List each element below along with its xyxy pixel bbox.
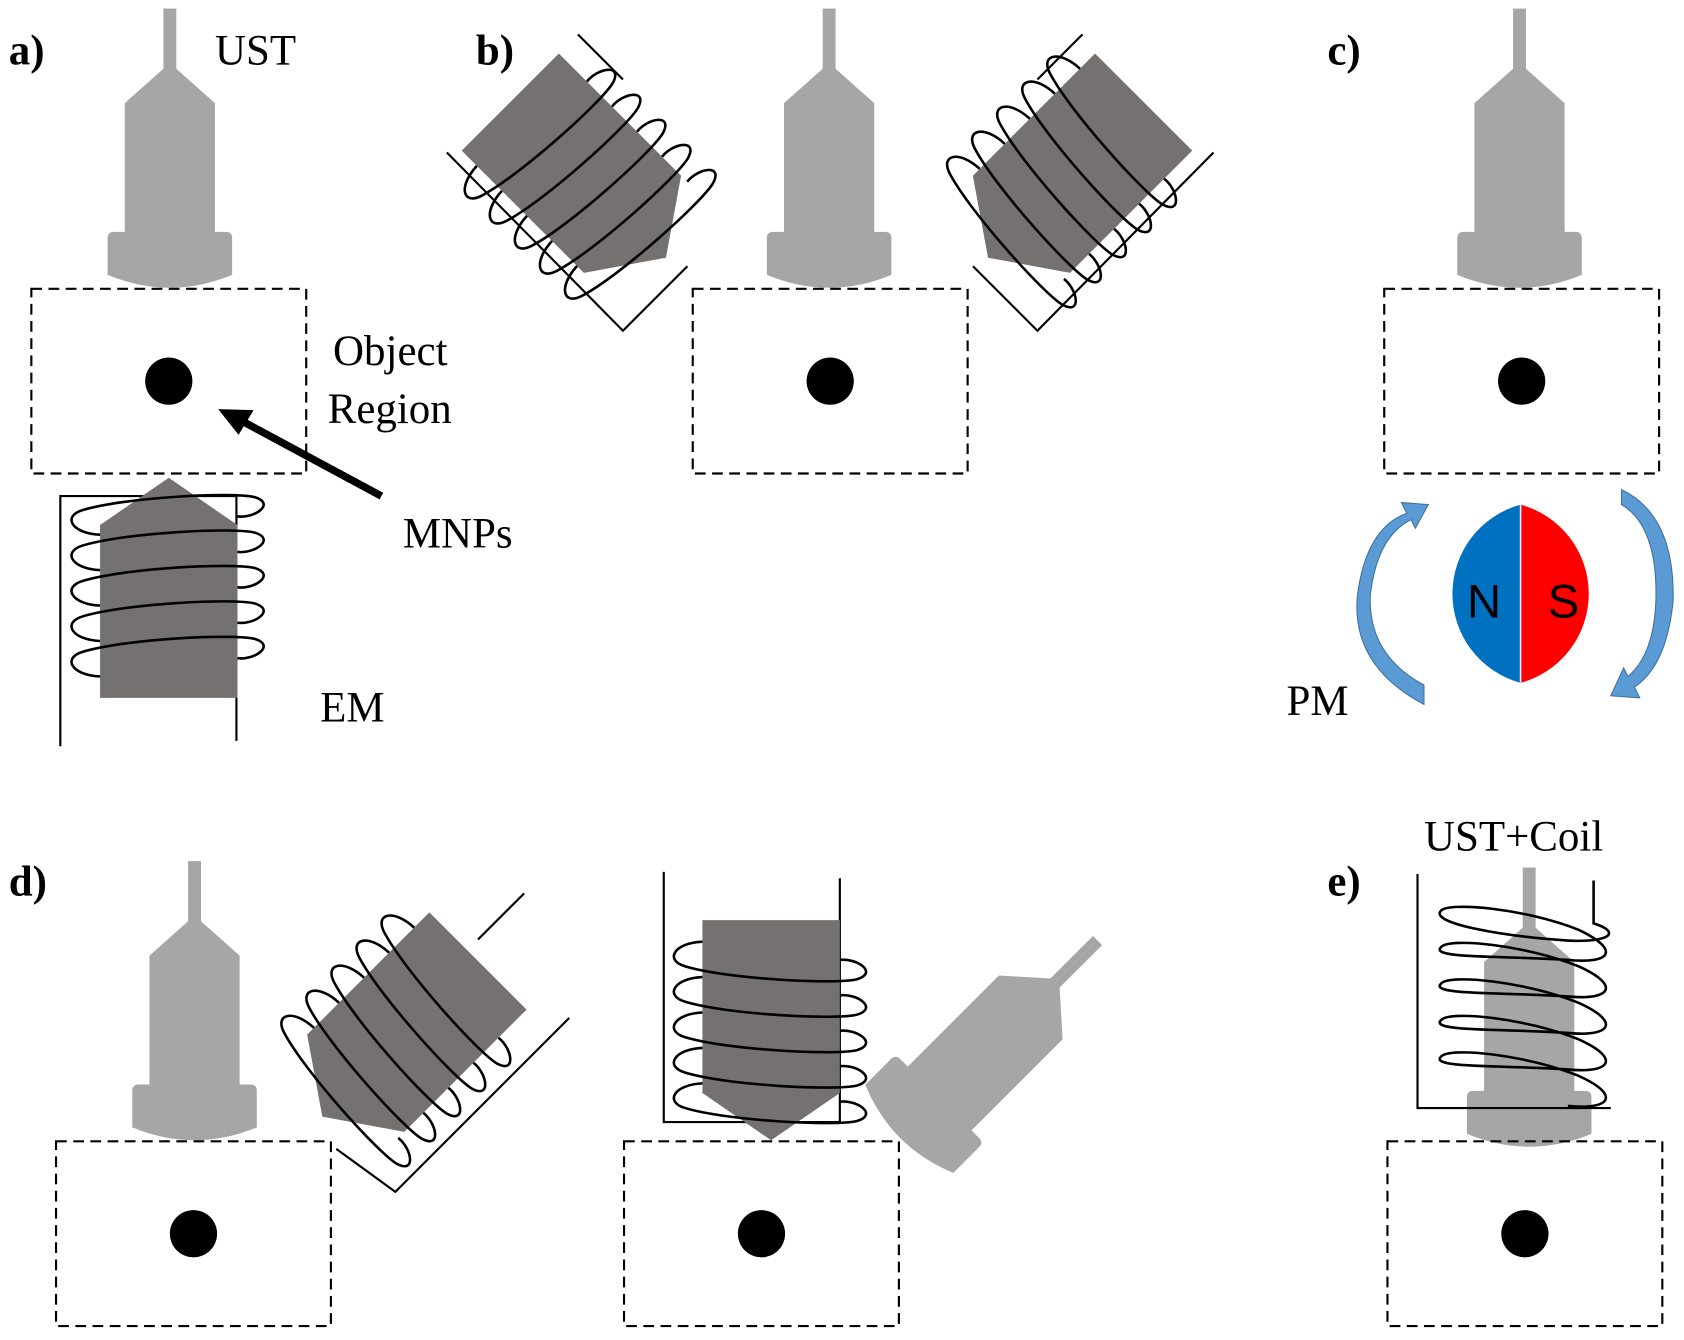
object-region-label-line2: Region [328,386,452,433]
north-pole [1452,504,1521,683]
panel-b: b) [440,8,1215,475]
object-region [691,287,969,475]
ultrasound-transducer [1466,867,1592,1147]
mnps-label: MNPs [403,511,513,558]
object-region [622,1140,900,1328]
permanent-magnet: N S [1452,504,1589,683]
panel-label-c: c) [1327,27,1360,74]
panel-e: e) UST+Coil [1327,813,1664,1328]
panel-label-b: b) [476,27,514,74]
ultrasound-transducer [132,861,257,1141]
ultrasound-transducer-angled [856,896,1142,1183]
object-region [1386,1140,1664,1328]
object-region [1383,287,1661,475]
object-region-label-line1: Object [333,328,448,375]
south-label: S [1548,575,1580,628]
panel-a: a) UST Object Region MNPs EM [9,8,513,747]
object-region [54,1140,332,1328]
electromagnet-left [440,33,735,333]
ultrasound-transducer [766,8,892,288]
ust-coil-label: UST+Coil [1424,813,1603,860]
mnps-arrowhead-icon [218,409,254,435]
south-pole [1520,504,1589,683]
panel-label-d: d) [9,858,47,905]
electromagnet-right [917,31,1215,333]
panel-label-a: a) [9,27,45,74]
ultrasound-transducer [107,8,233,288]
object-region [30,287,308,475]
electromagnet-vertical [662,871,868,1142]
pm-label: PM [1287,678,1349,725]
ultrasound-transducer [1457,8,1582,288]
panel-c: c) N S PM [1287,8,1674,725]
ust-label: UST [215,27,296,74]
north-label: N [1467,575,1501,628]
em-label: EM [320,685,384,732]
mnps-arrow [240,417,384,500]
panel-d: d) [9,858,1142,1328]
panel-label-e: e) [1327,858,1360,905]
integrated-coil [1416,874,1611,1110]
electromagnet-angled [252,890,571,1194]
electromagnet [59,476,265,747]
rotation-arrow-left-icon [1356,501,1430,706]
rotation-arrow-right-icon [1609,488,1674,699]
